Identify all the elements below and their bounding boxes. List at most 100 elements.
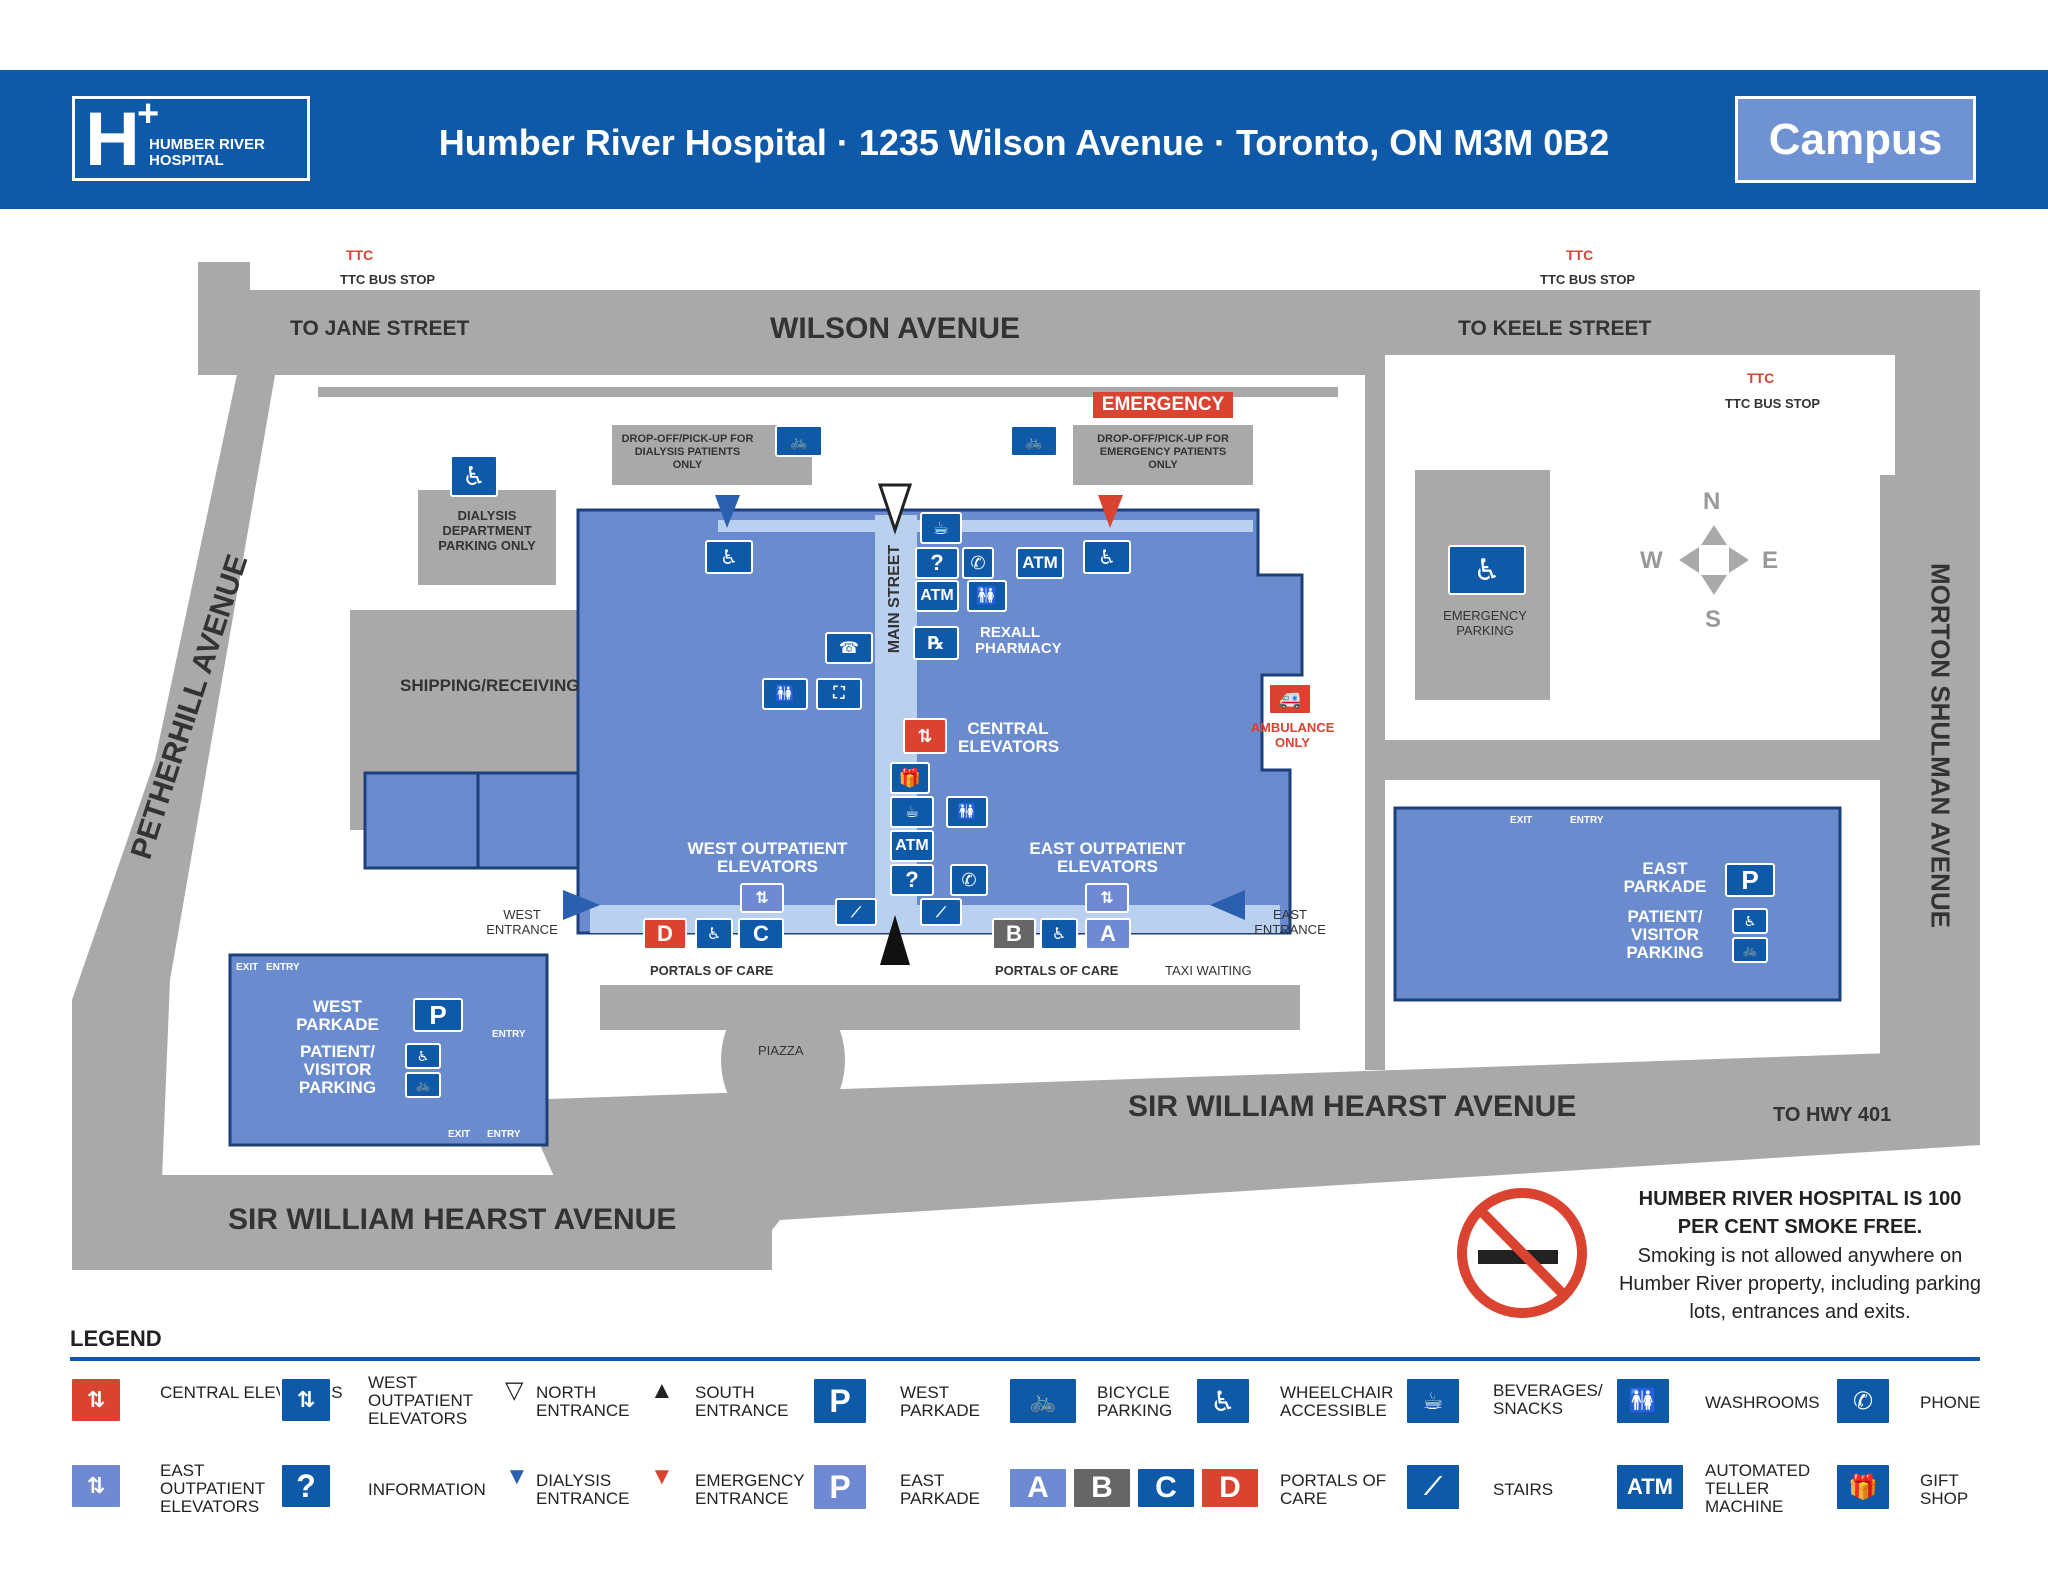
parking-icon: P — [812, 1377, 868, 1425]
compass-east: E — [1762, 547, 1779, 574]
wheelchair-icon: ♿ — [1732, 908, 1768, 934]
stairs-icon: ⟋ — [920, 898, 962, 926]
portal-c-icon: C — [738, 918, 784, 950]
compass-icon — [1679, 525, 1749, 595]
smoke-free-body: Smoking is not allowed anywhere on Humbe… — [1618, 1245, 1981, 1323]
wheelchair-icon: ♿ — [695, 918, 733, 950]
hospital-logo: H + HUMBER RIVER HOSPITAL — [72, 93, 310, 182]
west-entrance-arrow — [563, 890, 600, 920]
shipping-receiving-label: SHIPPING/RECEIVING — [400, 676, 580, 695]
washroom-icon: 🚻 — [762, 678, 808, 710]
west-elevator-icon: ⇅ — [740, 883, 784, 913]
legend-item-label: WEST OUTPATIENT ELEVATORS — [368, 1373, 473, 1428]
pharmacy-icon: ℞ — [913, 626, 959, 660]
phone-icon: ✆ — [962, 547, 994, 579]
morton-road — [1880, 290, 1980, 1140]
ambulance-icon: 🚑 — [1268, 683, 1312, 715]
portal-b-icon: B — [1072, 1467, 1132, 1509]
legend-item-label: EAST PARKADE — [900, 1471, 980, 1508]
phone-icon: ✆ — [950, 864, 988, 896]
east-exit-label: EXIT — [1510, 815, 1533, 826]
ttc-logo-west: TTC — [346, 247, 374, 263]
to-jane-street-label: TO JANE STREET — [290, 317, 470, 340]
bicycle-parking-icon: 🚲 — [405, 1072, 441, 1098]
bicycle-icon: 🚲 — [1008, 1377, 1078, 1425]
legend-item-label: WASHROOMS — [1705, 1393, 1820, 1412]
legend-item-label: PHONE — [1920, 1393, 1981, 1412]
central-elevator-icon: ⇅ — [903, 718, 947, 754]
wheelchair-icon: ♿ — [450, 455, 498, 497]
portal-d-icon: D — [643, 918, 687, 950]
dialysis-entrance-icon — [715, 495, 740, 528]
east-parkade-name: EAST PARKADE — [1623, 859, 1707, 896]
legend-item-label: GIFT SHOP — [1920, 1471, 1969, 1508]
smoke-free-heading: HUMBER RIVER HOSPITAL IS 100 PER CENT SM… — [1638, 1188, 1962, 1238]
east-entry-label: ENTRY — [1570, 815, 1604, 826]
hearst-east-road — [520, 1050, 1980, 1190]
east-patient-visitor-label: PATIENT/ VISITOR PARKING — [1626, 907, 1704, 962]
atm-icon: ATM — [1016, 547, 1064, 579]
main-street-label: MAIN STREET — [886, 544, 903, 654]
portals-of-care-west-label: PORTALS OF CARE — [650, 963, 774, 978]
legend-item-label: SOUTH ENTRANCE — [695, 1383, 789, 1420]
atm-icon: ATM — [890, 830, 934, 862]
wilson-avenue-label: WILSON AVENUE — [770, 312, 1021, 345]
washroom-icon: 🚻 — [967, 580, 1007, 612]
compass-north: N — [1703, 488, 1721, 515]
legend-item-label: AUTOMATED TELLER MACHINE — [1705, 1461, 1811, 1516]
info-icon: ? — [915, 547, 959, 579]
washroom-icon: 🚻 — [946, 796, 988, 828]
bicycle-parking-icon: 🚲 — [1732, 937, 1768, 963]
hearst-east-label: SIR WILLIAM HEARST AVENUE — [1128, 1090, 1577, 1123]
logo-text: HUMBER RIVER HOSPITAL — [149, 137, 265, 169]
legend-item-label: EAST OUTPATIENT ELEVATORS — [160, 1461, 265, 1516]
west-elevator-icon: ⇅ — [280, 1377, 332, 1423]
dialysis-parking-label: DIALYSIS DEPARTMENT PARKING ONLY — [438, 508, 536, 553]
piazza-label: PIAZZA — [758, 1043, 804, 1058]
stairs-icon: ⟋ — [835, 898, 877, 926]
west-parkade-name: WEST PARKADE — [296, 997, 379, 1034]
dropoff-dialysis-label: DROP-OFF/PICK-UP FOR DIALYSIS PATIENTS O… — [621, 433, 754, 471]
gift-icon: 🎁 — [890, 762, 930, 794]
wheelchair-icon: ♿ — [1040, 918, 1078, 950]
logo-plus: + — [137, 93, 160, 135]
west-road — [72, 290, 1980, 1270]
rexall-pharmacy-label: REXALL PHARMACY — [975, 624, 1062, 657]
legend-item-label: BICYCLE PARKING — [1097, 1383, 1173, 1420]
west-entrance-label: WEST ENTRANCE — [486, 907, 558, 937]
west-exit-label: EXIT — [236, 962, 259, 973]
compass-west: W — [1640, 547, 1663, 574]
east-parkade-building — [1393, 806, 1842, 1002]
dialysis-entrance-icon: ▼ — [505, 1463, 529, 1490]
dialysis-parking-lot — [418, 490, 556, 585]
west-patient-visitor-label: PATIENT/ VISITOR PARKING — [298, 1042, 377, 1097]
logo-letter: H — [85, 97, 140, 182]
portal-d-icon: D — [1200, 1467, 1260, 1509]
west-bottom-exit-label: EXIT — [448, 1129, 471, 1140]
east-entrance-arrow — [1210, 890, 1245, 920]
bicycle-parking-icon: 🚲 — [1010, 425, 1058, 457]
campus-button[interactable]: Campus — [1735, 96, 1976, 183]
central-elevators-label: CENTRAL ELEVATORS — [958, 719, 1060, 756]
west-outpatient-label: WEST OUTPATIENT ELEVATORS — [687, 839, 848, 876]
north-entrance-icon: ▽ — [505, 1377, 524, 1404]
parking-icon: P — [812, 1463, 868, 1511]
morton-shulman-label: MORTON SHULMAN AVENUE — [1925, 563, 1956, 928]
west-parkade-building — [228, 953, 549, 1147]
east-entrance-label: EAST ENTRANCE — [1254, 907, 1326, 937]
logo-line-2: HOSPITAL — [149, 152, 224, 169]
ambulance-only-label: AMBULANCE ONLY — [1250, 720, 1335, 750]
east-outpatient-label: EAST OUTPATIENT ELEVATORS — [1029, 839, 1186, 876]
portal-a-icon: A — [1085, 918, 1131, 950]
portals-of-care-east-label: PORTALS OF CARE — [995, 963, 1119, 978]
logo-line-1: HUMBER RIVER — [149, 136, 265, 153]
coffee-icon: ☕ — [1405, 1377, 1461, 1425]
wheelchair-icon: ♿ — [705, 540, 753, 574]
road-network — [72, 262, 1980, 1270]
stairs-icon: ⟋ — [1405, 1463, 1461, 1511]
east-elevator-icon: ⇅ — [1085, 883, 1129, 913]
emergency-parking-label: EMERGENCY PARKING — [1443, 608, 1527, 638]
bicycle-parking-icon: 🚲 — [775, 425, 823, 457]
page-title: Humber River Hospital · 1235 Wilson Aven… — [438, 122, 1610, 163]
